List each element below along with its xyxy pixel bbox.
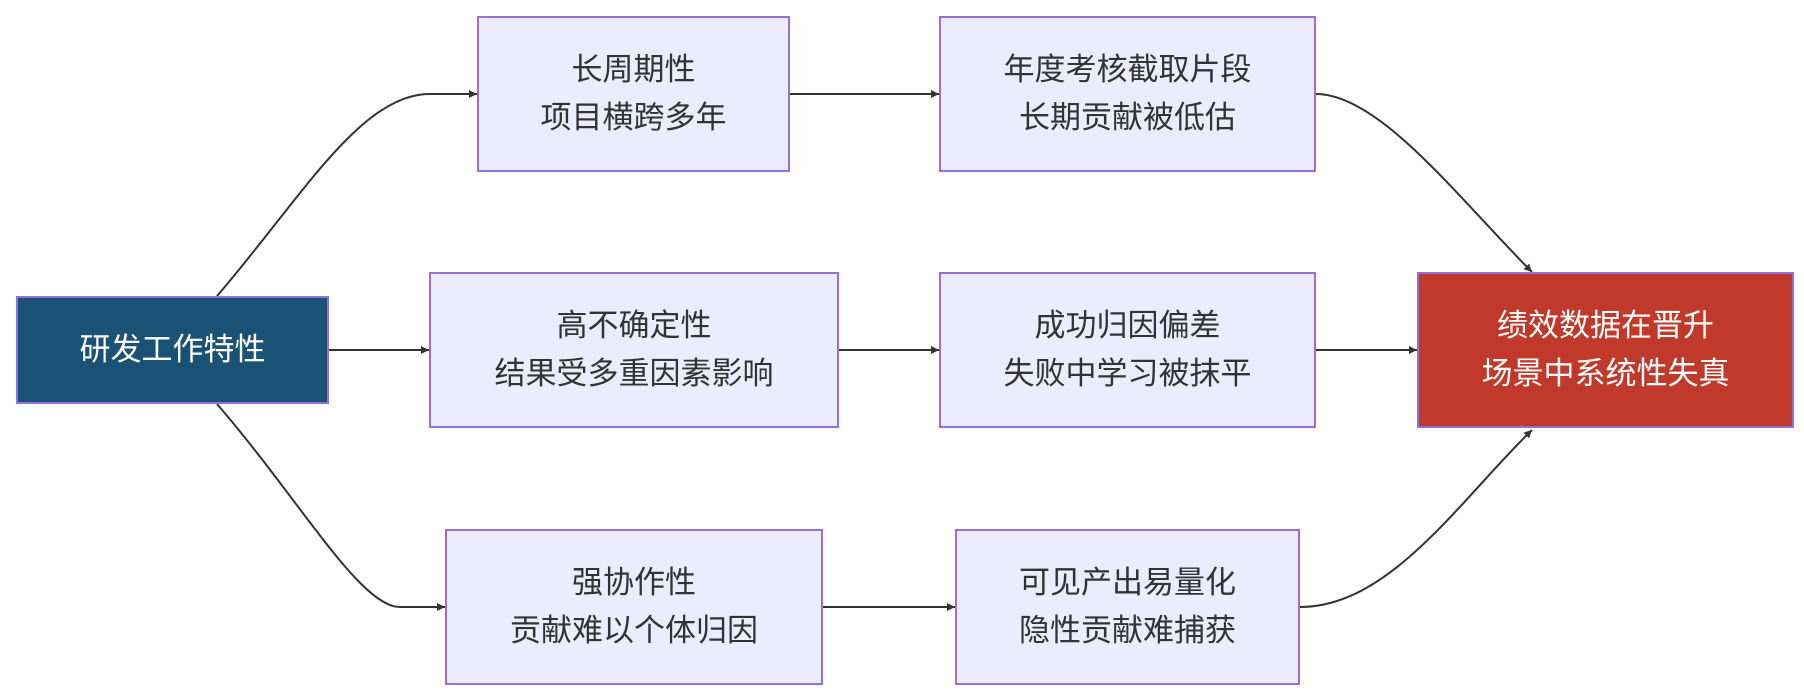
node-label: 长周期性 xyxy=(571,52,696,88)
node-label: 强协作性 xyxy=(572,565,696,601)
node-label: 年度考核截取片段 xyxy=(1003,52,1252,88)
node-rd-work-traits: 研发工作特性 xyxy=(16,296,329,404)
node-strong-collaboration: 强协作性 贡献难以个体归因 xyxy=(445,529,823,685)
node-label: 绩效数据在晋升 xyxy=(1497,308,1714,344)
node-label: 成功归因偏差 xyxy=(1034,308,1221,344)
edge-source-to-long xyxy=(216,90,477,297)
node-label: 失败中学习被抹平 xyxy=(1003,356,1252,392)
edge-visible-to-result xyxy=(1299,429,1533,608)
node-label: 长期贡献被低估 xyxy=(1019,100,1236,136)
node-label: 场景中系统性失真 xyxy=(1481,356,1730,392)
node-visible-output: 可见产出易量化 隐性贡献难捕获 xyxy=(955,529,1300,685)
node-attribution-bias: 成功归因偏差 失败中学习被抹平 xyxy=(939,272,1316,428)
edge-source-to-collab xyxy=(216,403,445,611)
node-annual-review-snapshot: 年度考核截取片段 长期贡献被低估 xyxy=(939,16,1316,172)
edge-annual-to-result xyxy=(1315,93,1533,273)
node-label: 研发工作特性 xyxy=(79,332,266,368)
node-label: 可见产出易量化 xyxy=(1019,565,1236,601)
node-label: 结果受多重因素影响 xyxy=(494,356,774,392)
node-label: 隐性贡献难捕获 xyxy=(1019,613,1236,649)
node-label: 贡献难以个体归因 xyxy=(510,613,758,649)
node-high-uncertainty: 高不确定性 结果受多重因素影响 xyxy=(429,272,839,428)
node-label: 高不确定性 xyxy=(556,308,712,344)
node-long-cycle: 长周期性 项目横跨多年 xyxy=(477,16,790,172)
node-label: 项目横跨多年 xyxy=(540,100,727,136)
node-performance-data-distortion: 绩效数据在晋升 场景中系统性失真 xyxy=(1417,272,1794,428)
